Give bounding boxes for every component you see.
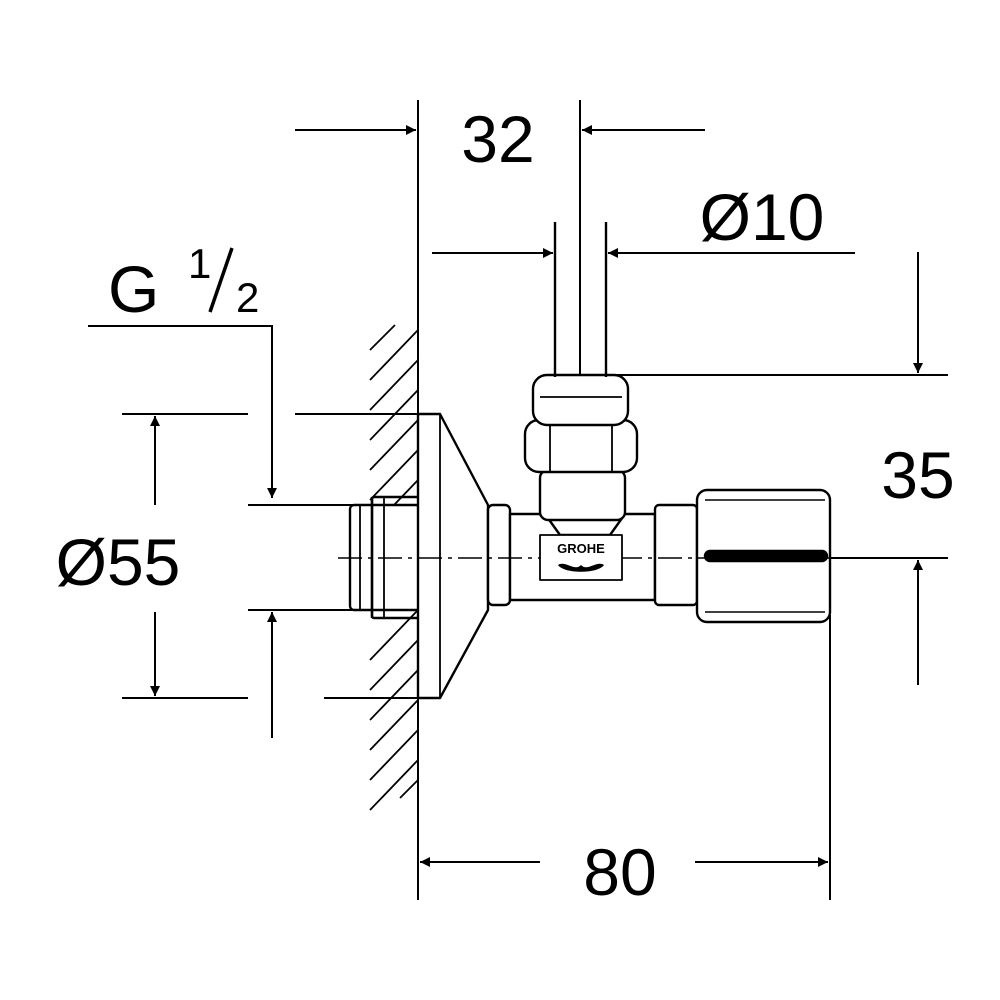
- pipe-diameter-label: Ø10: [700, 180, 825, 254]
- thread-fraction-numerator: 1: [188, 240, 211, 287]
- wall-rosette: [416, 412, 490, 700]
- handle-collar: [653, 503, 699, 607]
- height-label: 35: [881, 438, 954, 512]
- dimension-depth: [295, 100, 705, 375]
- flange-diameter-label: Ø55: [56, 525, 181, 599]
- thread-label: G: [108, 252, 159, 326]
- grohe-logo-text: GROHE: [557, 541, 605, 556]
- depth-label: 32: [461, 102, 534, 176]
- length-label: 80: [583, 835, 656, 909]
- grohe-logo-mark: [558, 563, 604, 572]
- dimension-length: [420, 615, 831, 900]
- logo-plate: [539, 534, 623, 581]
- dimension-thread: [88, 325, 370, 738]
- top-nut-lower: [538, 468, 627, 522]
- compression-nut: [531, 373, 630, 427]
- thread-fraction-denominator: 2: [236, 274, 259, 321]
- wall-hatching: [369, 324, 419, 811]
- dimension-height: [600, 252, 948, 685]
- grohe-logo: GROHE: [557, 541, 605, 572]
- wall: [369, 100, 419, 900]
- angle-valve: [338, 222, 848, 700]
- thread-fraction-slash: [208, 247, 234, 313]
- top-nut-hex: [523, 418, 639, 474]
- thread-leader-line: [88, 325, 277, 498]
- body-inlet-ring: [486, 503, 512, 607]
- handle-grip-groove: [703, 549, 829, 563]
- dimension-flange-diameter: [122, 413, 440, 699]
